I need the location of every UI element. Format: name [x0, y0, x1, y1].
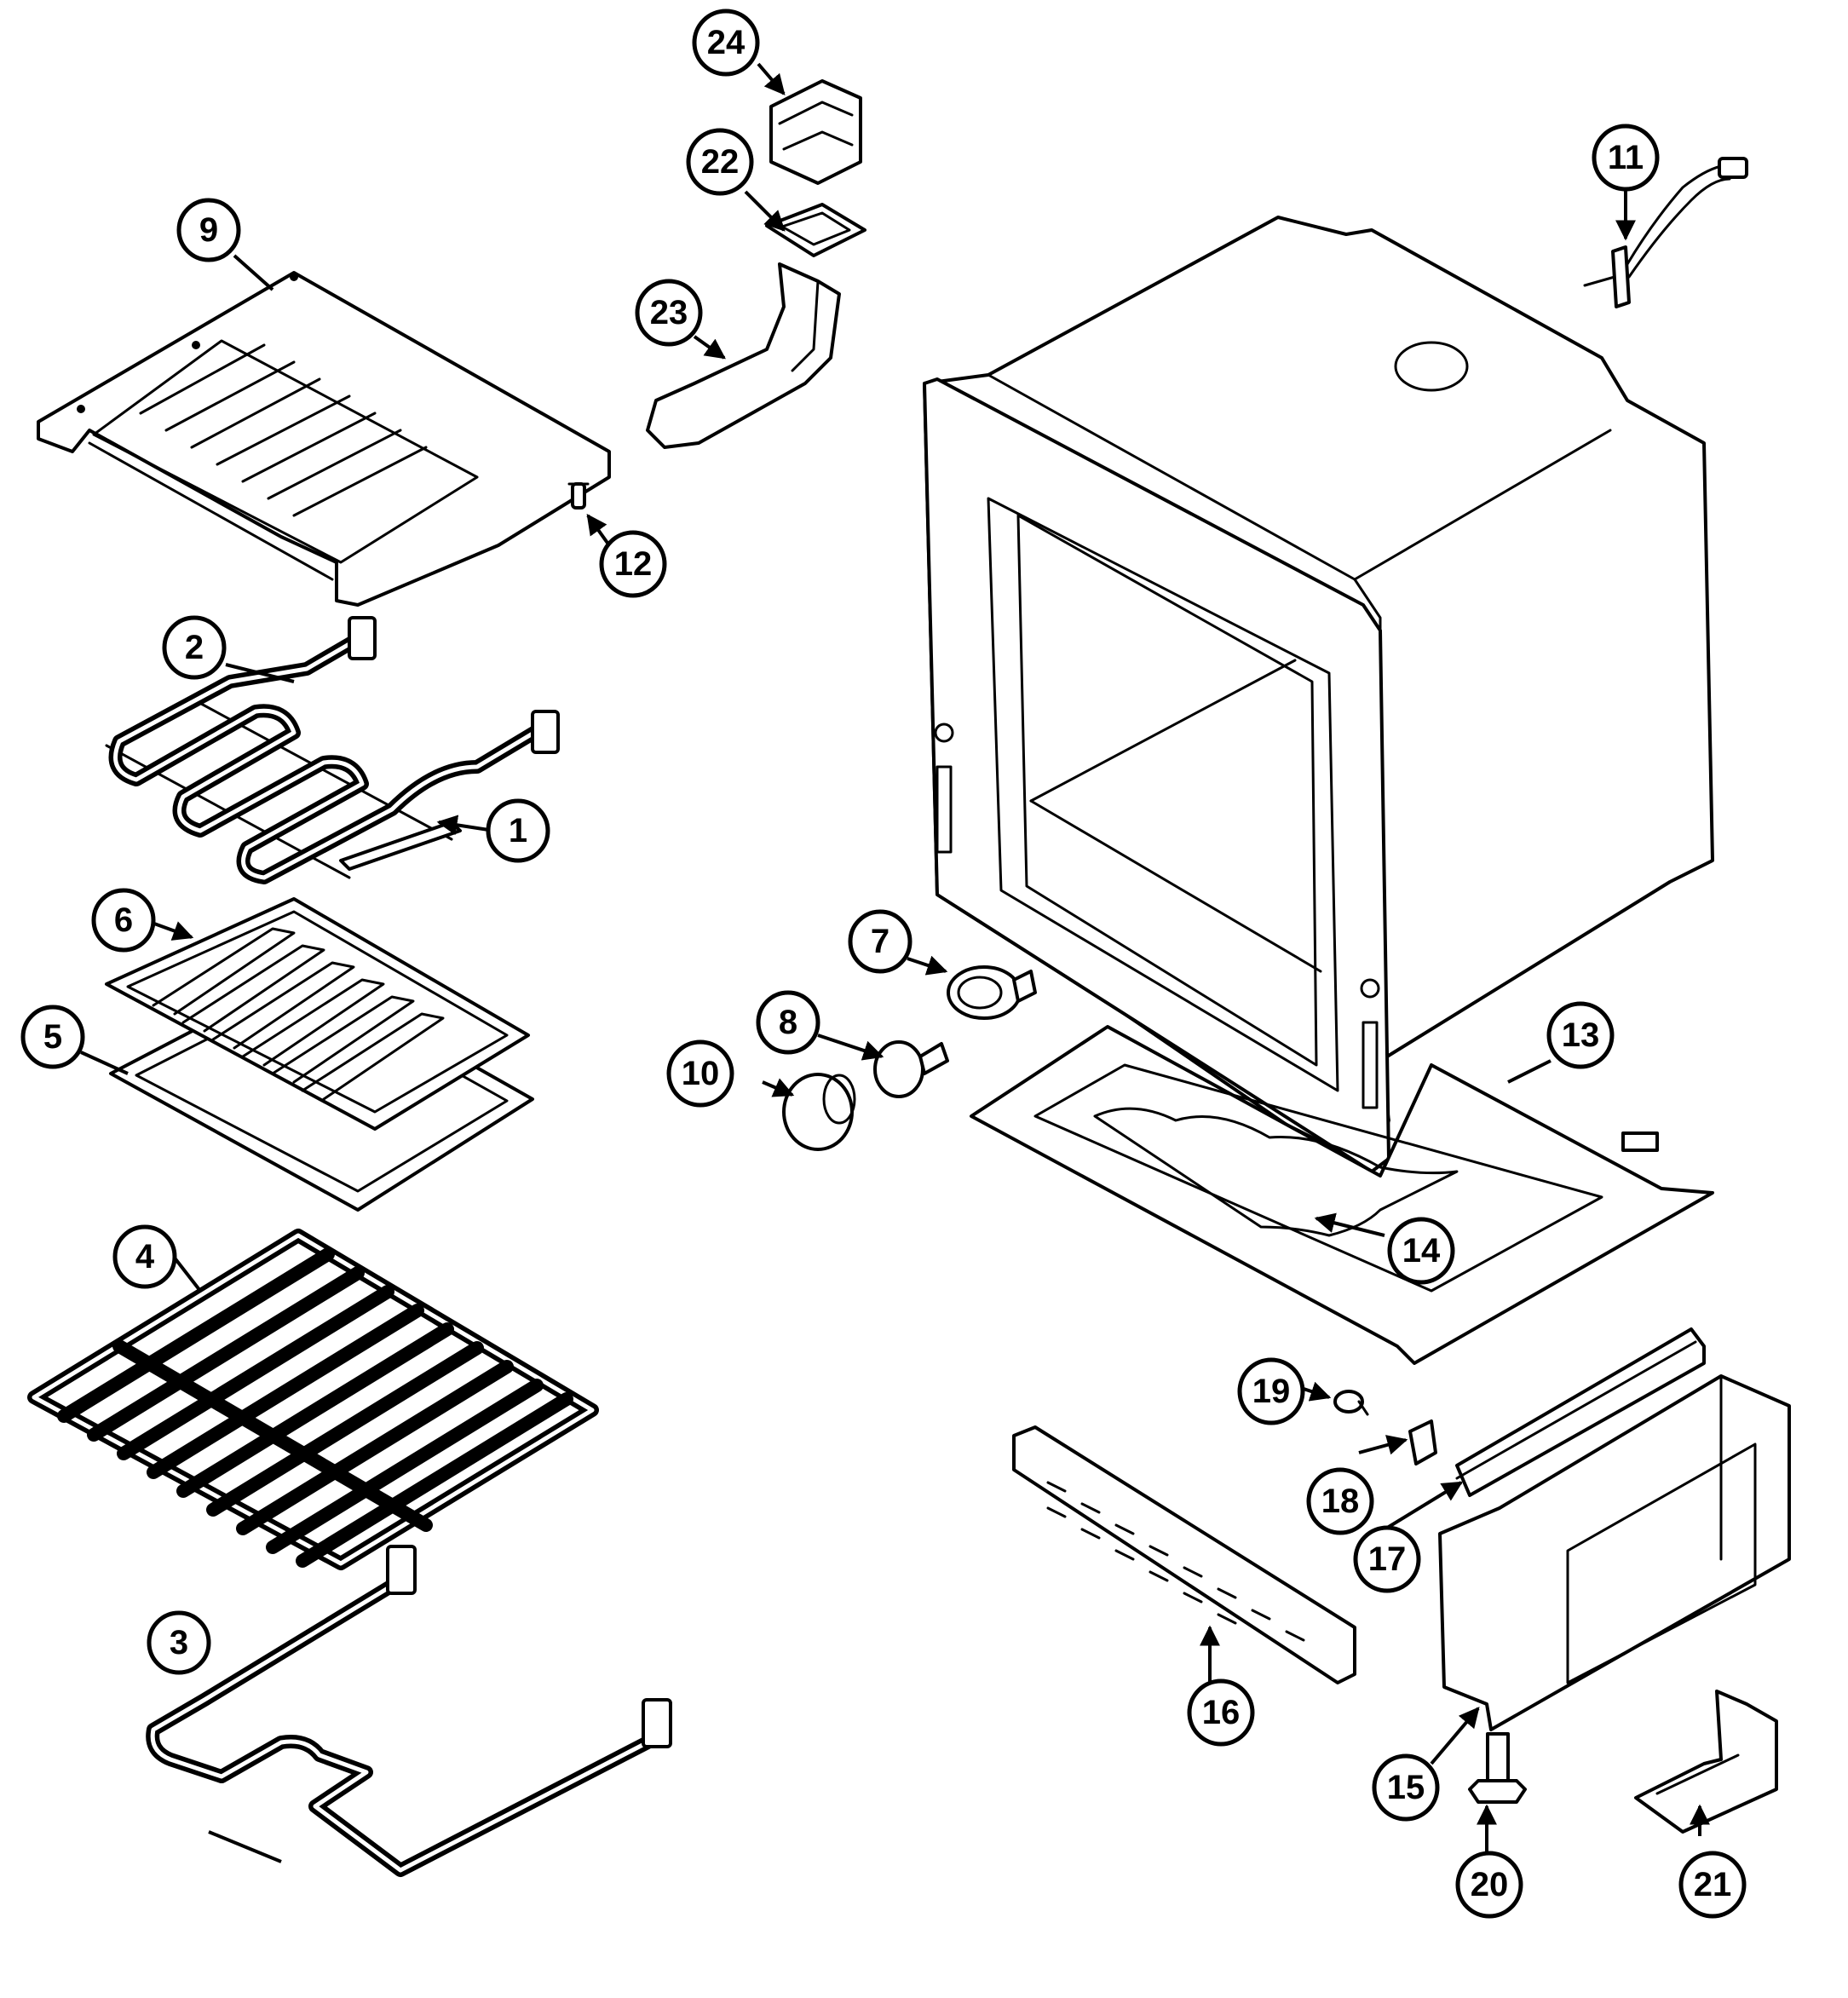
callout-24: 24: [692, 9, 760, 77]
part-8-light-bulb: [873, 1040, 949, 1098]
part-12-screw: [567, 482, 590, 510]
callout-21: 21: [1678, 1851, 1747, 1919]
callout-16: 16: [1187, 1678, 1255, 1747]
part-2-broil-element: [105, 616, 560, 884]
callout-8-label: 8: [779, 1004, 797, 1041]
callout-5-label: 5: [43, 1018, 62, 1056]
part-16-toe-kick: [1012, 1425, 1356, 1684]
leader-lines: [80, 62, 1710, 1863]
callout-4: 4: [112, 1224, 177, 1289]
part-15-drawer-panel: [1438, 1374, 1791, 1731]
callout-3: 3: [147, 1610, 211, 1675]
part-23-vent-duct: [646, 262, 841, 449]
part-17-rail: [1455, 1327, 1706, 1497]
callout-20: 20: [1455, 1851, 1523, 1919]
callout-3-label: 3: [170, 1624, 188, 1661]
callout-4-label: 4: [135, 1238, 155, 1275]
part-19-screw: [1333, 1390, 1369, 1416]
callout-12: 12: [599, 530, 667, 598]
callout-14-label: 14: [1402, 1232, 1441, 1270]
part-4-oven-rack: [27, 1229, 599, 1570]
callout-11: 11: [1592, 124, 1660, 192]
part-11-sensor-wire: [1583, 157, 1748, 308]
callout-21-label: 21: [1694, 1866, 1732, 1903]
callout-17: 17: [1353, 1525, 1421, 1593]
callout-22: 22: [686, 128, 754, 196]
callout-14: 14: [1387, 1217, 1455, 1285]
part-3-bake-element: [146, 1545, 672, 1877]
callout-20-label: 20: [1471, 1866, 1509, 1903]
callout-8: 8: [756, 990, 820, 1055]
callout-18: 18: [1306, 1467, 1374, 1535]
callout-22-label: 22: [701, 143, 740, 181]
callout-23-label: 23: [650, 294, 688, 331]
callout-24-label: 24: [707, 24, 746, 61]
part-24-vent-housing: [769, 79, 862, 185]
part-6-broil-pan-grid: [105, 897, 530, 1131]
callout-7-label: 7: [871, 923, 889, 960]
part-9-cover-plate: [37, 271, 611, 607]
callout-19-label: 19: [1252, 1373, 1291, 1410]
oven-cavity: [923, 216, 1714, 1173]
part-13-bottom-panel: [970, 1025, 1714, 1365]
callout-10: 10: [666, 1039, 734, 1108]
part-10-light-lens: [782, 1073, 856, 1151]
part-7-light-socket: [947, 965, 1037, 1020]
callout-13-label: 13: [1562, 1016, 1600, 1054]
callout-6-label: 6: [114, 901, 133, 939]
callout-2: 2: [162, 615, 227, 680]
part-22-gasket: [765, 203, 866, 257]
callout-15: 15: [1372, 1753, 1440, 1822]
callout-23: 23: [635, 279, 703, 347]
callout-16-label: 16: [1202, 1694, 1241, 1731]
part-20-leveling-leg: [1468, 1732, 1527, 1804]
callout-1: 1: [486, 798, 550, 863]
callout-15-label: 15: [1387, 1769, 1425, 1806]
callout-18-label: 18: [1321, 1483, 1360, 1520]
callout-12-label: 12: [614, 545, 653, 583]
callout-11-label: 11: [1608, 139, 1644, 176]
callout-10-label: 10: [682, 1055, 720, 1092]
callout-17-label: 17: [1368, 1540, 1407, 1578]
callout-6: 6: [91, 888, 156, 953]
callout-9-label: 9: [199, 211, 218, 249]
callout-2-label: 2: [185, 629, 204, 666]
callout-1-label: 1: [509, 812, 527, 849]
callout-19: 19: [1237, 1357, 1305, 1425]
callout-9: 9: [176, 198, 241, 262]
part-21-anti-tip-bracket: [1634, 1690, 1778, 1834]
callout-13: 13: [1546, 1001, 1615, 1069]
callout-5: 5: [20, 1005, 85, 1069]
part-14-insulation: [1093, 1107, 1459, 1237]
callout-7: 7: [848, 909, 912, 974]
part-1-support-bracket: [339, 821, 462, 871]
part-18-clip: [1408, 1419, 1437, 1465]
